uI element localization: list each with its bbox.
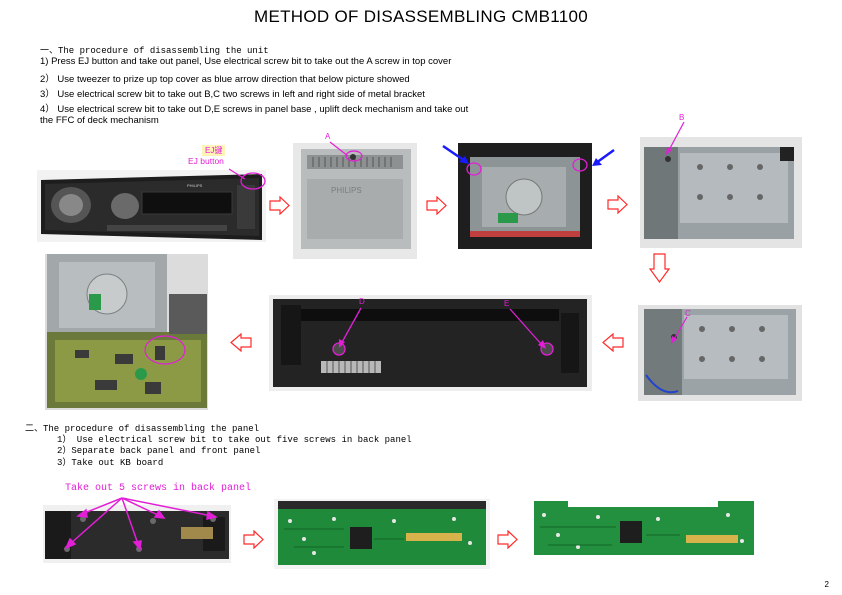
- flow-arrow-right-3: [607, 195, 628, 214]
- screw-a-pointer: [328, 140, 368, 165]
- section1-step-4-cont: the FFC of deck mechanism: [40, 115, 159, 126]
- blue-arrow-right: [590, 148, 616, 168]
- label-c: C: [685, 309, 691, 318]
- svg-text:PHILIPS: PHILIPS: [187, 183, 203, 188]
- label-a: A: [325, 132, 331, 141]
- screw-b-pointer: [660, 120, 688, 156]
- screw-d-pointer: [333, 306, 365, 350]
- ej-pointer: [225, 165, 270, 193]
- section2-step-3: 3）Take out KB board: [57, 458, 164, 468]
- screw-e-pointer: [508, 307, 550, 351]
- ej-label-cn: EJ键: [202, 145, 226, 156]
- flow-arrow-left-1: [602, 333, 624, 352]
- blue-arrow-left: [441, 144, 471, 166]
- section1-step-4: 4） Use electrical screw bit to take out …: [40, 104, 469, 115]
- photo-side-b: [640, 137, 802, 248]
- photo-radio-front: PHILIPS: [37, 170, 266, 242]
- section2-step-1: 1） Use electrical screw bit to take out …: [57, 435, 412, 445]
- five-screw-arrows: [40, 494, 230, 554]
- flow-arrow-right-4: [243, 530, 264, 549]
- screw-c-pointer: [665, 315, 691, 345]
- page-number: 2: [824, 580, 829, 589]
- page-title: METHOD OF DISASSEMBLING CMB1100: [254, 7, 588, 26]
- photo-panel-base: [269, 295, 592, 391]
- section1-step-2: 2） Use tweezer to prize up top cover as …: [40, 74, 410, 85]
- photo-top-cover: PHILIPS: [293, 143, 417, 259]
- section1-step-1: 1) Press EJ button and take out panel, U…: [40, 56, 452, 67]
- section2-step-2: 2）Separate back panel and front panel: [57, 446, 261, 456]
- photo-open-chassis: [458, 143, 592, 249]
- photo-side-c: [638, 305, 802, 401]
- flow-arrow-down: [649, 253, 670, 283]
- ej-label-en: EJ button: [188, 156, 224, 166]
- label-d: D: [359, 297, 365, 306]
- section1-heading: 一、The procedure of disassembling the uni…: [40, 46, 269, 56]
- flow-arrow-right-5: [497, 530, 518, 549]
- photo-front-panel-pcb: [274, 499, 490, 569]
- photo-kb-board: [528, 495, 758, 561]
- label-e: E: [504, 299, 510, 308]
- flow-arrow-right-1: [269, 196, 290, 215]
- photo-back-panel: [43, 505, 231, 563]
- section2-heading: 二、The procedure of disassembling the pan…: [25, 424, 260, 434]
- label-b: B: [679, 113, 685, 122]
- cover-brand-text: PHILIPS: [331, 186, 362, 195]
- flow-arrow-right-2: [426, 196, 447, 215]
- five-screws-callout: Take out 5 screws in back panel: [65, 483, 252, 494]
- photo-deck-mechanism: [45, 254, 208, 410]
- flow-arrow-left-2: [230, 333, 252, 352]
- section1-step-3: 3） Use electrical screw bit to take out …: [40, 89, 425, 100]
